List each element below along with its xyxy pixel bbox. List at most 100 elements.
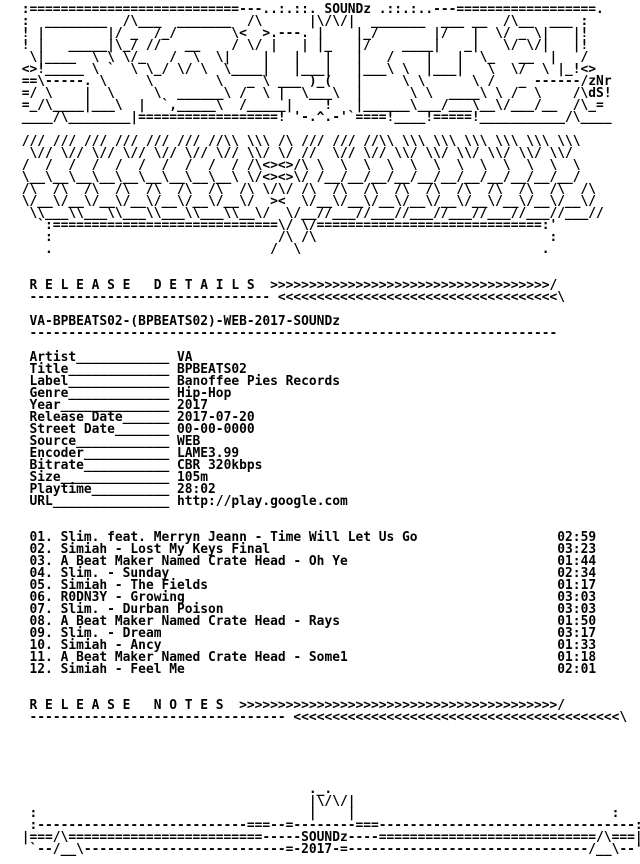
footer-line: ._. <box>14 782 333 797</box>
track-row: 09. Slim. - Dream 03:17 <box>14 626 640 641</box>
band-line: \__\__\__\__\__\__\__\__\__\ \/<><>\/ /_… <box>14 170 581 185</box>
track-row: 10. Simiah - Ancy 01:33 <box>14 638 640 653</box>
release-name: VA-BPBEATS02-(BPBEATS02)-WEB-2017-SOUNDz <box>29 314 340 329</box>
track-title: 01. Slim. feat. Merryn Jeann - Time Will… <box>29 530 558 545</box>
detail-value: 105m <box>177 470 209 485</box>
detail-label: URL_______________ <box>29 494 170 509</box>
track-title: 12. Simiah - Feel Me <box>29 662 558 677</box>
detail-row: Playtime__________ 28:02 <box>14 482 640 497</box>
track-title: 06. R0DN3Y - Growing <box>29 590 558 605</box>
detail-label: Size______________ <box>29 470 170 485</box>
blank-line <box>14 748 640 760</box>
detail-value: Banoffee Pies Records <box>177 374 340 389</box>
detail-label: Title_____________ <box>29 362 170 377</box>
arrows-right: >>>>>>>>>>>>>>>>>>>>>>>>>>>>>>>>>>>>>>>>… <box>239 698 566 713</box>
detail-row: Street Date_______ 00-00-0000 <box>14 422 640 437</box>
track-title: 10. Simiah - Ancy <box>29 638 558 653</box>
track-title: 11. A Beat Maker Named Crate Head - Some… <box>29 650 558 665</box>
detail-row: Label_____________ Banoffee Pies Records <box>14 374 640 389</box>
detail-row: Bitrate___________ CBR 320kbps <box>14 458 640 473</box>
band-line: . / \ . <box>14 242 550 257</box>
detail-value: 2017-07-20 <box>177 410 255 425</box>
track-time: 02:59 <box>557 530 597 545</box>
track-row: 08. A Beat Maker Named Crate Head - Rays… <box>14 615 640 628</box>
detail-value: WEB <box>177 434 201 449</box>
footer-line: :---------------------------===--=------… <box>14 818 640 833</box>
header-line: ! | |/ _ /_/ \< >.---. | |_/ |/ | \/ _ \… <box>14 26 589 41</box>
track-time: 01:18 <box>557 650 597 665</box>
header-line: ____/\________|==================! '-.^.… <box>14 110 612 125</box>
release-notes-rule-line: --------------------------------- <<<<<<… <box>14 710 640 725</box>
track-row: 02. Simiah - Lost My Keys Final 03:23 <box>14 542 640 557</box>
release-details-rule-line: ------------------------------- <<<<<<<<… <box>14 290 640 305</box>
detail-value: http://play.google.com <box>177 494 348 509</box>
arrows-left: <<<<<<<<<<<<<<<<<<<<<<<<<<<<<<<<<<<<<<<<… <box>293 710 628 725</box>
arrows-right: >>>>>>>>>>>>>>>>>>>>>>>>>>>>>>>>>>>>/ <box>270 278 558 293</box>
detail-label: Playtime__________ <box>29 482 170 497</box>
blank-line <box>14 676 640 688</box>
header-line: \|____ \ \ \/_ / \ \| | | | | / | | \_ _… <box>14 50 589 65</box>
arrows-left: <<<<<<<<<<<<<<<<<<<<<<<<<<<<<<<<<<<<\ <box>277 290 566 305</box>
band-line: : /\ /\ : <box>14 230 558 245</box>
detail-row: Artist____________ VA <box>14 350 640 365</box>
detail-label: Encoder___________ <box>29 446 170 461</box>
track-row: 07. Slim. - Durban Poison 03:03 <box>14 602 640 617</box>
band-line: \/__\/__\/__\/__\/__\/__\/__\/ >< \/__\/… <box>14 194 597 209</box>
blank-line <box>14 760 640 772</box>
track-row: 12. Simiah - Feel Me 02:01 <box>14 662 640 677</box>
detail-value: 2017 <box>177 398 209 413</box>
detail-row: Year______________ 2017 <box>14 398 640 413</box>
detail-value: CBR 320kbps <box>177 458 263 473</box>
release-details-heading: R E L E A S E D E T A I L S <box>29 278 255 293</box>
footer-line: |\/\/| <box>14 794 356 809</box>
blank-line <box>14 256 640 268</box>
track-row: 04. Slim. - Sunday 02:34 <box>14 567 640 580</box>
header-line: <>!_____ \ ` \ \_/ \/ \ \____| |___| |__… <box>14 62 597 77</box>
blank-line <box>14 508 640 520</box>
track-row: 11. A Beat Maker Named Crate Head - Some… <box>14 650 640 665</box>
track-time: 01:17 <box>557 578 597 593</box>
blank-line <box>14 724 640 736</box>
track-title: 02. Simiah - Lost My Keys Final <box>29 542 558 557</box>
track-title: 03. A Beat Maker Named Crate Head - Oh Y… <box>29 554 558 569</box>
release-details-heading-line: R E L E A S E D E T A I L S >>>>>>>>>>>>… <box>14 278 640 293</box>
header-line: =_/\____|___\ | `,_____\ /_____| ! |____… <box>14 98 604 113</box>
track-time: 01:44 <box>557 554 597 569</box>
track-time: 03:03 <box>557 602 597 617</box>
detail-label: Artist____________ <box>29 350 170 365</box>
header-line: =/ \ | \ \ ______\ / \ | \___\ | \ \ ___… <box>14 86 612 101</box>
blank-line <box>14 736 640 748</box>
detail-label: Year______________ <box>29 398 170 413</box>
release-notes-heading-line: R E L E A S E N O T E S >>>>>>>>>>>>>>>>… <box>14 698 640 713</box>
band-line: \// \// \// \// \// \// \// \\/ \/ // \/… <box>14 146 573 161</box>
detail-value: LAME3.99 <box>177 446 240 461</box>
detail-value: Hip-Hop <box>177 386 232 401</box>
header-line: ==\-----. \ \ \ _ \ ___ )_( | \ \ \ / _ … <box>14 74 612 89</box>
track-time: 03:03 <box>557 590 597 605</box>
band-line: /\ /\ /\ /\ /\ /\ /\ /\ \/\/ /\ /\ /\ /\… <box>14 182 597 197</box>
release-notes-heading: R E L E A S E N O T E S <box>29 698 224 713</box>
track-time: 01:33 <box>557 638 597 653</box>
detail-row: Release Date______ 2017-07-20 <box>14 410 640 425</box>
detail-label: Street Date_______ <box>29 422 170 437</box>
track-title: 09. Slim. - Dream <box>29 626 558 641</box>
band-line: / / / / / / / / / / /\<><>/\ \ \ \ \ \ \… <box>14 158 581 173</box>
release-name-line: VA-BPBEATS02-(BPBEATS02)-WEB-2017-SOUNDz <box>14 314 640 329</box>
track-time: 02:01 <box>557 662 597 677</box>
release-name-rule-line: ----------------------------------------… <box>14 327 640 340</box>
detail-row: Genre_____________ Hip-Hop <box>14 386 640 401</box>
header-line: ! | _____|\_/ // __ / \/ | | |_ |/ ____|… <box>14 38 589 53</box>
header-line: : ________ /\___ _______ /\ |\/\/| _____… <box>14 14 589 29</box>
detail-label: Source____________ <box>29 434 170 449</box>
heading-rule: ------------------------------- <box>29 290 271 305</box>
track-row: 03. A Beat Maker Named Crate Head - Oh Y… <box>14 554 640 569</box>
detail-row: Size______________ 105m <box>14 470 640 485</box>
detail-row: Source____________ WEB <box>14 434 640 449</box>
track-time: 03:17 <box>557 626 597 641</box>
track-row: 05. Simiah - The Fields 01:17 <box>14 578 640 593</box>
detail-value: BPBEATS02 <box>177 362 247 377</box>
detail-row: URL_______________ http://play.google.co… <box>14 494 640 509</box>
detail-label: Label_____________ <box>29 374 170 389</box>
detail-label: Release Date______ <box>29 410 170 425</box>
header-line: :===========================---..:.::. S… <box>14 2 604 17</box>
